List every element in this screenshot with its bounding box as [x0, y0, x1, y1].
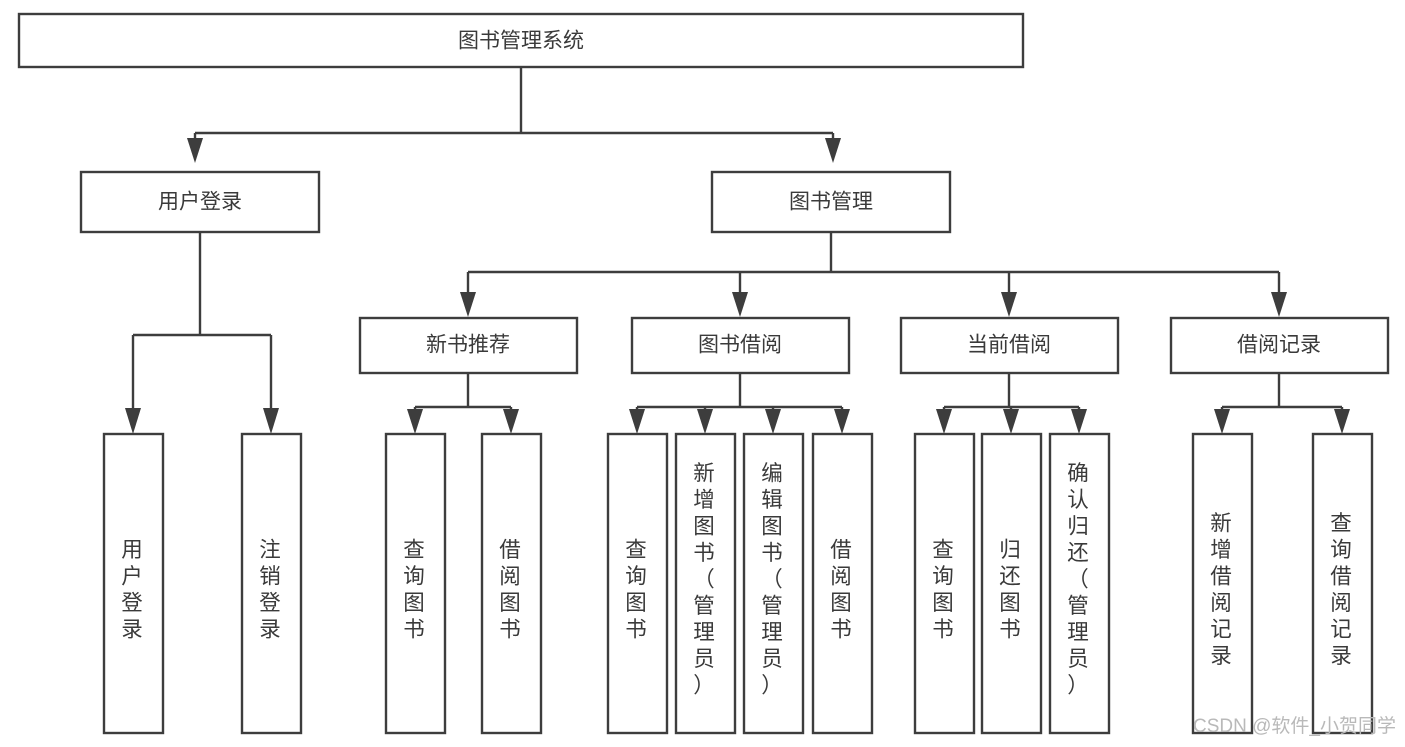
arrow-head-icon	[732, 292, 748, 317]
arrow-head-icon	[1214, 409, 1230, 434]
leaf-node-borrow-book-2[interactable]: 借阅图书	[811, 432, 874, 735]
leaf-node-label: 借阅图书	[830, 538, 854, 642]
root-node-box	[17, 12, 1025, 69]
node-user-login[interactable]: 用户登录	[79, 170, 321, 234]
node-new-book-recommend[interactable]: 新书推荐	[358, 316, 579, 375]
leaf-node-edit-book[interactable]: 编辑图书（管理员）	[742, 432, 805, 735]
leaf-node-label: 借阅图书	[499, 538, 523, 642]
leaf-node-box	[102, 432, 165, 735]
arrow-head-icon	[460, 292, 476, 317]
arrow-head-icon	[125, 408, 141, 434]
arrow-head-icon	[629, 409, 645, 434]
leaf-node-confirm-return[interactable]: 确认归还（管理员）	[1048, 432, 1111, 735]
arrow-head-icon	[407, 409, 423, 434]
root-node-label: 图书管理系统	[458, 30, 584, 53]
arrow-head-icon	[503, 409, 519, 434]
leaf-node-label: 新增图书（管理员）	[693, 461, 717, 697]
leaf-node-query-book-2[interactable]: 查询图书	[606, 432, 669, 735]
level3-node-box	[358, 316, 579, 375]
leaf-node-box	[674, 432, 737, 735]
connector-bookmgmt-to-level3	[460, 232, 1287, 317]
arrow-head-icon	[1271, 292, 1287, 317]
leaf-node-label: 查询图书	[932, 538, 956, 642]
leaf-node-logout-login[interactable]: 注销登录	[240, 432, 303, 735]
leaf-node-box	[240, 432, 303, 735]
arrow-head-icon	[1003, 409, 1019, 434]
leaf-node-label: 查询借阅记录	[1330, 511, 1354, 668]
connector-userlogin-to-leaves	[125, 232, 279, 434]
leaf-node-label: 用户登录	[121, 538, 145, 642]
arrow-head-icon	[697, 409, 713, 434]
leaf-node-add-book[interactable]: 新增图书（管理员）	[674, 432, 737, 735]
level2-node-box	[79, 170, 321, 234]
leaf-node-box	[1191, 432, 1254, 735]
leaf-node-box	[384, 432, 447, 735]
connector-borrowrecord-to-leaves	[1214, 373, 1350, 434]
leaf-node-borrow-book-1[interactable]: 借阅图书	[480, 432, 543, 735]
arrow-head-icon	[1071, 409, 1087, 434]
level2-node-label: 用户登录	[158, 191, 242, 214]
leaf-node-query-book-1[interactable]: 查询图书	[384, 432, 447, 735]
leaf-node-label: 归还图书	[999, 538, 1023, 642]
arrow-head-icon	[263, 408, 279, 434]
leaf-node-label: 确认归还（管理员）	[1067, 461, 1091, 697]
watermark: CSDN @软件_小贺同学	[1193, 715, 1396, 737]
leaf-node-label: 编辑图书（管理员）	[761, 461, 785, 697]
arrow-head-icon	[765, 409, 781, 434]
leaf-node-box	[1311, 432, 1374, 735]
node-borrow-record[interactable]: 借阅记录	[1169, 316, 1390, 375]
node-root-system[interactable]: 图书管理系统	[17, 12, 1025, 69]
arrow-head-icon	[825, 138, 841, 163]
level3-node-label: 借阅记录	[1237, 334, 1321, 357]
leaf-node-add-record[interactable]: 新增借阅记录	[1191, 432, 1254, 735]
leaf-node-box	[742, 432, 805, 735]
leaf-node-query-book-3[interactable]: 查询图书	[913, 432, 976, 735]
connector-bookborrow-to-leaves	[629, 373, 850, 434]
arrow-head-icon	[1334, 409, 1350, 434]
leaf-node-return-book[interactable]: 归还图书	[980, 432, 1043, 735]
level3-node-label: 新书推荐	[426, 334, 510, 357]
leaf-node-user-login[interactable]: 用户登录	[102, 432, 165, 735]
leaf-node-box	[811, 432, 874, 735]
connector-root-to-level2	[187, 67, 841, 163]
node-current-borrow[interactable]: 当前借阅	[899, 316, 1120, 375]
leaf-node-box	[606, 432, 669, 735]
arrow-head-icon	[1001, 292, 1017, 317]
level3-node-label: 当前借阅	[967, 334, 1051, 357]
arrow-head-icon	[187, 138, 203, 163]
level2-node-label: 图书管理	[789, 191, 873, 214]
connector-currentborrow-to-leaves	[936, 373, 1087, 434]
level3-node-box	[899, 316, 1120, 375]
leaf-node-label: 新增借阅记录	[1210, 511, 1234, 668]
leaf-node-box	[913, 432, 976, 735]
node-book-borrow[interactable]: 图书借阅	[630, 316, 851, 375]
node-book-management[interactable]: 图书管理	[710, 170, 952, 234]
arrow-head-icon	[936, 409, 952, 434]
leaf-node-label: 查询图书	[403, 538, 427, 642]
leaf-node-label: 查询图书	[625, 538, 649, 642]
leaf-node-box	[1048, 432, 1111, 735]
connector-newbook-to-leaves	[407, 373, 519, 434]
level3-node-label: 图书借阅	[698, 334, 782, 357]
leaf-node-query-record[interactable]: 查询借阅记录	[1311, 432, 1374, 735]
leaf-node-label: 注销登录	[259, 538, 283, 642]
leaf-node-box	[980, 432, 1043, 735]
leaf-node-box	[480, 432, 543, 735]
arrow-head-icon	[834, 409, 850, 434]
